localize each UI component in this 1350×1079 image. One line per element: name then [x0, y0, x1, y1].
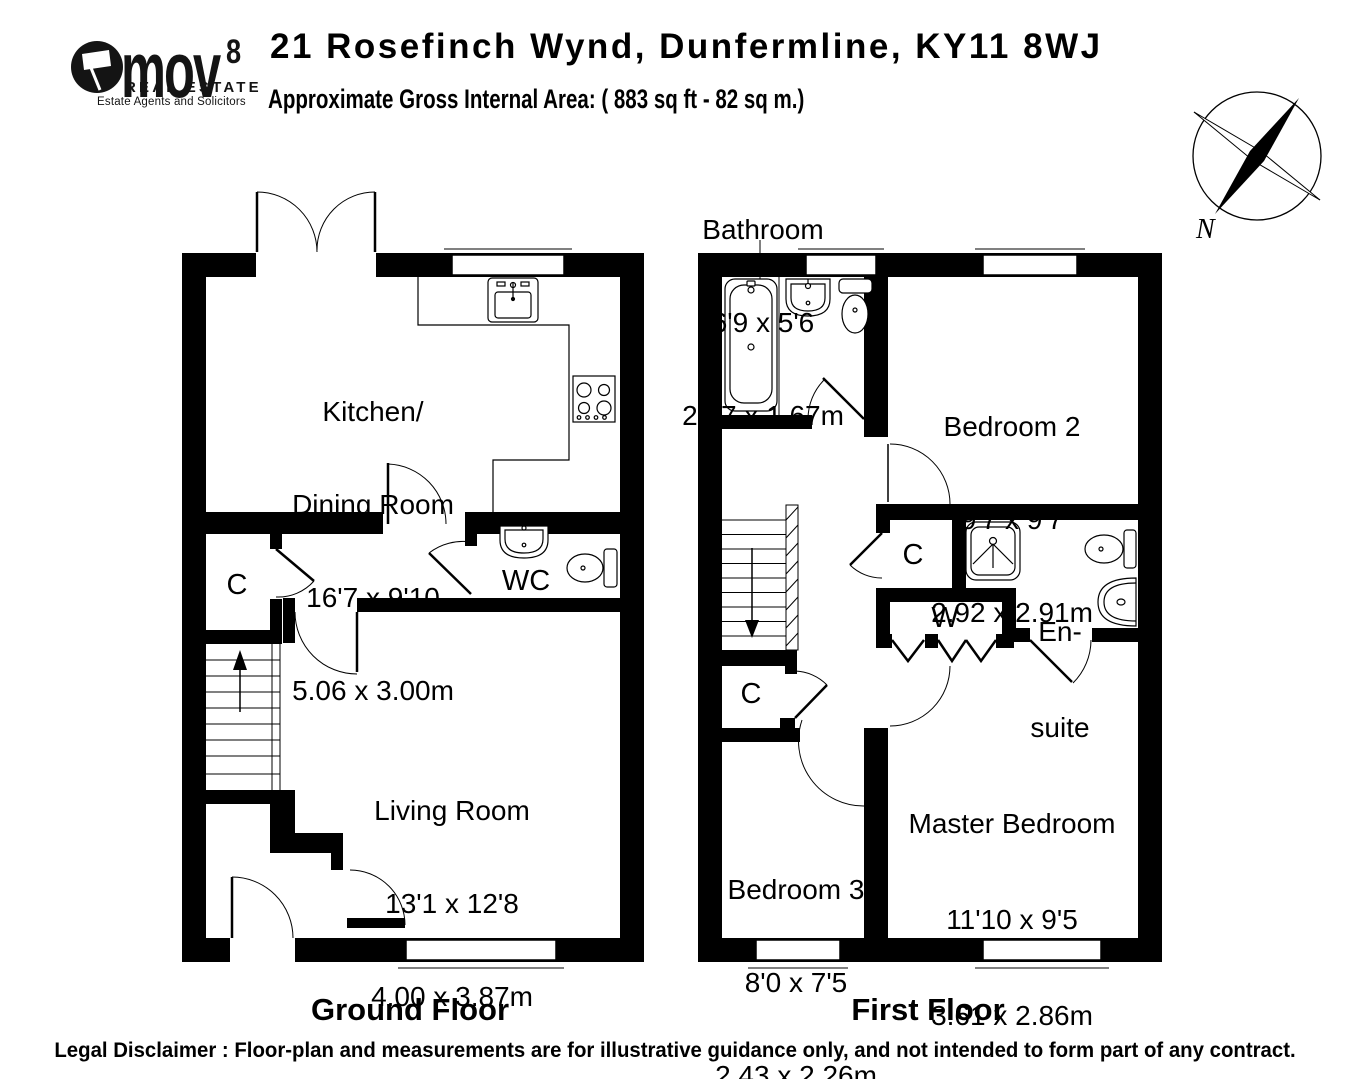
page-title: 21 Rosefinch Wynd, Dunfermline, KY11 8WJ [270, 27, 1103, 66]
page-subtitle: Approximate Gross Internal Area: ( 883 s… [268, 84, 805, 114]
hob-icon [572, 375, 616, 423]
bedroom3-imperial-dims: 8'0 x 7'5 [744, 967, 848, 998]
stairs-up-arrow-icon [233, 650, 247, 712]
bathroom-sink-icon [785, 278, 831, 317]
bathroom-name: Bathroom [702, 214, 824, 245]
ground-floor-fixtures [487, 277, 618, 588]
wc-door [428, 540, 472, 595]
ground-floor-plan [182, 191, 644, 969]
living-room-imperial-dims: 13'1 x 12'8 [385, 888, 519, 919]
first-floor-stairs [722, 504, 799, 651]
kitchen-metric-dims: 5.06 x 3.00m [292, 675, 454, 706]
bathtub-icon [724, 278, 778, 412]
master-bedroom-door [889, 665, 951, 727]
stairs-down-arrow-icon [745, 548, 759, 638]
bathroom-metric-dims: 2.07 x 1.67m [682, 400, 844, 431]
front-door [230, 876, 294, 939]
french-doors [255, 191, 377, 253]
first-floor-windows [748, 248, 1109, 969]
kitchen-label: Kitchen/ Dining Room 16'7 x 9'10 5.06 x … [292, 334, 454, 768]
bedroom2-window [975, 248, 1085, 276]
logo-subtagline: Estate Agents and Solicitors [97, 96, 246, 108]
mov8-logo-icon [71, 41, 123, 93]
shower-icon [965, 521, 1021, 581]
wardrobe-bifold-doors [891, 639, 998, 664]
ensuite-toilet-icon [1084, 529, 1137, 569]
master-bedroom-imperial-dims: 11'10 x 9'5 [946, 904, 1078, 935]
bathroom-imperial-dims: 6'9 x 5'6 [711, 307, 815, 338]
living-room-label: Living Room 13'1 x 12'8 4.00 x 3.87m [371, 733, 533, 1074]
kitchen-door [386, 463, 447, 525]
living-room-name: Living Room [374, 795, 530, 826]
ensuite-name-line2: suite [1030, 712, 1090, 743]
logo-brand: mov [121, 25, 221, 114]
bedroom2-imperial-dims: 9'7 x 9'7 [960, 504, 1064, 535]
ensuite-sink-icon [1097, 577, 1137, 627]
bedroom3-door [798, 719, 865, 807]
bedroom2-metric-dims: 2.92 x 2.91m [931, 597, 1093, 628]
bathroom-toilet-icon [838, 278, 873, 334]
master-bedroom-metric-dims: 3.61 x 2.86m [931, 1000, 1093, 1031]
ground-floor-title: Ground Floor [310, 992, 510, 1027]
kitchen-window [444, 248, 572, 276]
first-floor-plan [698, 240, 1162, 969]
ensuite-door [1029, 639, 1092, 684]
bathroom-label: Bathroom 6'9 x 5'6 2.07 x 1.67m [682, 152, 844, 493]
bathroom-window [798, 248, 884, 276]
master-bedroom-window [975, 939, 1109, 969]
living-room-window [398, 939, 564, 969]
bedroom3-window [748, 939, 848, 969]
ground-stairs [206, 644, 281, 790]
compass-rose-icon [1192, 91, 1322, 221]
wc-sink-icon [499, 521, 549, 559]
first-floor-title: First Floor [851, 992, 1005, 1027]
bedroom2-door [887, 443, 951, 505]
master-bedroom-name: Master Bedroom [908, 808, 1116, 839]
kitchen-counter [417, 277, 570, 512]
living-room-metric-dims: 4.00 x 3.87m [371, 981, 533, 1012]
bedroom2-label: Bedroom 2 9'7 x 9'7 2.92 x 2.91m [931, 349, 1093, 690]
wc-toilet-icon [566, 548, 618, 588]
compass-north-label: N [1196, 214, 1215, 245]
bedroom3-label: Bedroom 3 8'0 x 7'5 2.43 x 2.26m [715, 812, 877, 1079]
ground-closet-door [275, 548, 315, 598]
ground-closet-label: C [226, 569, 248, 601]
legal-disclaimer: Legal Disclaimer : Floor-plan and measur… [54, 1039, 1296, 1062]
first-floor-fixtures [724, 278, 1137, 627]
ground-floor-windows [398, 248, 572, 969]
upper-closet-door [849, 532, 883, 579]
bathroom-door [807, 377, 865, 420]
hall-living-door [294, 611, 359, 675]
upper-closet-label: C [902, 539, 924, 571]
logo-superscript: 8 [226, 33, 242, 71]
master-bedroom-label: Master Bedroom 11'10 x 9'5 3.61 x 2.86m [909, 744, 1116, 1079]
bedroom3-metric-dims: 2.43 x 2.26m [715, 1060, 877, 1079]
kitchen-name-line1: Kitchen/ [322, 396, 424, 427]
vestibule-living-door [349, 869, 406, 926]
wardrobe-label: W [931, 602, 959, 634]
ensuite-label: En- suite [1030, 552, 1089, 808]
logo-tagline: REAL ESTATE [125, 79, 262, 96]
first-floor-doors [794, 377, 1092, 807]
wc-label: WC [501, 565, 551, 597]
kitchen-sink-icon [487, 277, 539, 323]
bedroom3-name: Bedroom 3 [727, 874, 865, 905]
ensuite-name-line1: En- [1038, 616, 1082, 647]
lower-closet-label: C [740, 678, 762, 710]
kitchen-name-line2: Dining Room [292, 489, 454, 520]
kitchen-imperial-dims: 16'7 x 9'10 [306, 582, 440, 613]
lower-closet-door [794, 670, 828, 719]
ground-floor-doors [230, 191, 472, 939]
bedroom2-name: Bedroom 2 [943, 411, 1081, 442]
